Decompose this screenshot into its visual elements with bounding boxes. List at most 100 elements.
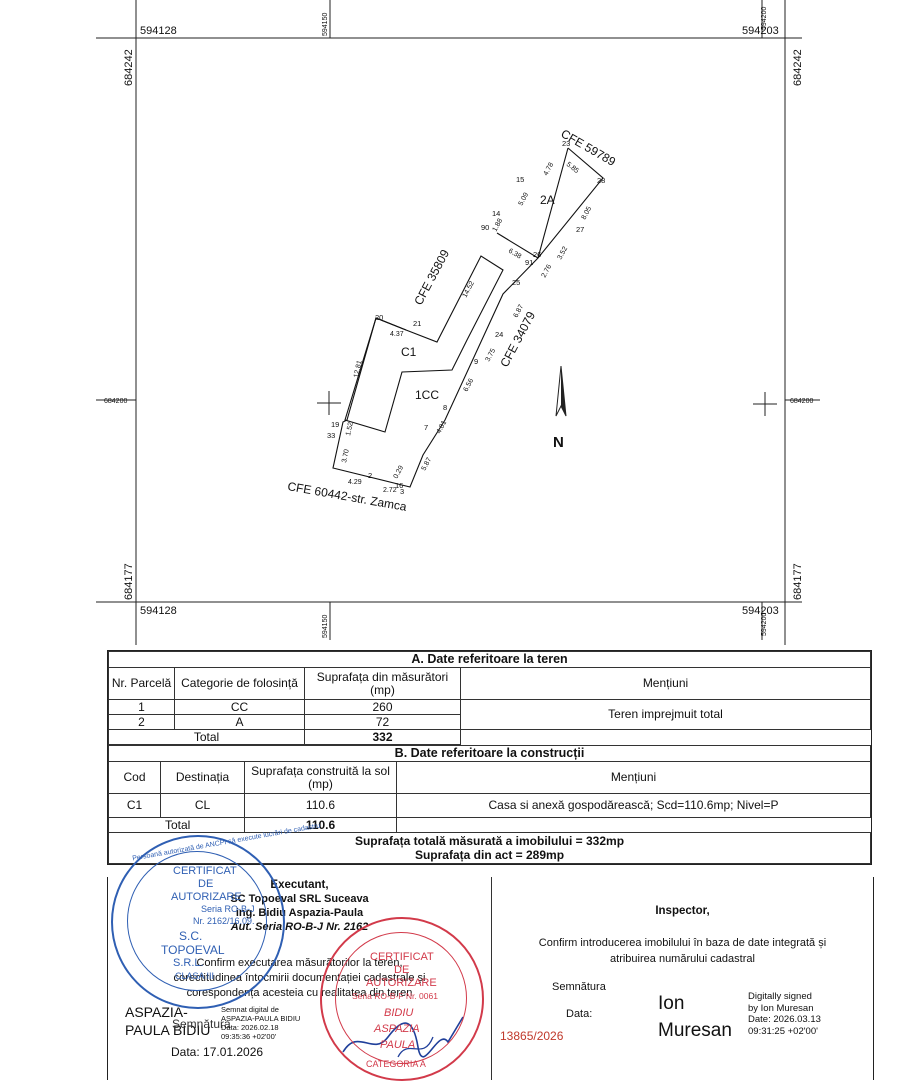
point-9: 9 [474,357,478,366]
stamp-line: CATEGORIA A [366,1059,426,1069]
cell-destination: CL [160,793,245,818]
executant-digital-signature: Semnat digital de ASPAZIA-PAULA BIDIU Da… [221,1005,300,1041]
distance-label: 4.37 [390,331,404,338]
inspector-confirm-2: atribuirea numărului cadastral [610,953,755,965]
distance-label: 5.09 [518,192,531,207]
cell-mentions: Teren imprejmuit total [460,699,871,730]
point-27: 27 [576,225,584,234]
grid-crosses [317,391,777,416]
signer-name-line-1: ASPAZIA- [125,1004,188,1020]
stamp-line: Seria RO-B-F Nr. 0061 [352,991,438,1001]
distance-label: 3.75 [485,348,498,363]
table-row: C1 CL 110.6 Casa si anexă gospodărească;… [108,793,871,818]
plan-frame [96,0,802,645]
col-header-surface: Suprafața din măsurători (mp) [304,667,461,700]
stamp-line: ASPAZIA [374,1023,420,1035]
stamp-line: Nr. 2162/16.09. [193,916,255,926]
executant-heading: Executant, [270,879,329,891]
inspector-section: Inspector, Confirm introducerea imobilul… [492,877,873,1080]
parcel-label-2a: 2A [540,193,555,207]
table-land-title: A. Date referitoare la teren [108,651,871,668]
point-26: 26 [533,250,541,259]
col-header-built-surface: Suprafața construită la sol (mp) [244,761,397,794]
point-2: 2 [368,471,372,480]
executant-section: Executant, SC Topoeval SRL Suceava ing. … [108,822,492,1081]
cell-category: A [174,714,305,730]
point-91: 91 [525,258,533,267]
distance-label: 1.52 [345,422,355,437]
point-3: 3 [400,487,404,496]
distance-label: 4.78 [543,162,556,177]
total-value: 332 [304,729,461,745]
cell-nr: 1 [108,699,175,715]
stamp-line: DE [198,878,214,890]
point-20: 20 [375,313,383,322]
executant-date: Data: 17.01.2026 [171,1045,264,1059]
col-header-code: Cod [108,761,161,794]
distance-label: 0.29 [393,465,406,480]
coord-bottom-left-x: 594128 [140,605,177,617]
table-total-row: Total 110.6 [108,817,871,833]
distance-label: 12.81 [353,360,364,379]
col-header-category: Categorie de folosință [174,667,305,700]
table-buildings-title: B. Date referitoare la construcții [108,745,871,762]
summary-total-measured: Suprafața totală măsurată a imobilului =… [354,834,625,848]
inspector-date-label: Data: [566,1008,593,1020]
distance-label: 4.29 [348,479,362,486]
coord-right-top-y: 684242 [792,49,804,86]
digital-sign-line: ASPAZIA-PAULA BIDIU [221,1014,301,1023]
cell-built-surface: 110.6 [244,793,397,818]
coord-left-mid-y: 684200 [104,398,127,405]
stamp-line: Seria RO-B-J [201,904,255,914]
cell-code: C1 [108,793,161,818]
distance-label: 2.72 [383,487,397,494]
point-7: 7 [424,423,428,432]
coord-right-bottom-y: 684177 [792,563,804,600]
distance-label: 2.76 [541,264,554,279]
digital-sign-line: Data: 2026.02.18 [221,1023,279,1032]
coord-top-right-x: 594203 [742,25,779,37]
stamp-line: PAULA [380,1039,416,1051]
point-16: 16 [395,481,403,490]
col-header-destination: Destinația [160,761,245,794]
inspector-digital-signature: Digitally signed by Ion Muresan Date: 20… [748,991,821,1037]
coord-bottom-right-vertical-x: 594200 [761,613,768,636]
inspector-sign-label: Semnătura [552,981,606,993]
distance-label: 6.38 [507,248,522,261]
distance-label: 5.87 [421,457,434,472]
distance-label: 14.52 [462,280,476,299]
coord-top-right-vertical-x: 594200 [761,7,768,30]
point-21: 21 [413,319,421,328]
digital-sign-line: by Ion Muresan [748,1002,814,1014]
executant-sign-label: Semnătura [172,1017,231,1031]
coord-top-left-x: 594128 [140,25,177,37]
stamp-line: CERTIFICAT [370,951,434,963]
stamp-line: BIDIU [384,1007,414,1019]
table-row: 2 A 72 [108,714,871,730]
cell-category: CC [174,699,305,715]
distance-label: 1.88 [492,218,505,233]
inspector-date-value: 13865/2026 [500,1029,564,1043]
summary-act-surface: Suprafața din act = 289mp [414,848,565,862]
coord-left-top-y: 684242 [123,49,135,86]
point-15: 15 [516,175,524,184]
point-23: 23 [562,139,570,148]
north-arrow-icon [555,365,567,417]
col-header-mentions: Mențiuni [396,761,871,794]
stamp-line: AUTORIZARE [366,977,437,989]
col-header-nr: Nr. Parcelă [108,667,175,700]
cell-mentions: Casa si anexă gospodărească; Scd=110.6mp… [396,793,871,818]
stamp-line: AUTORIZARE [171,891,242,903]
distance-label: 3.52 [557,246,570,261]
signature-block: Executant, SC Topoeval SRL Suceava ing. … [107,822,874,1081]
red-certificate-stamp: CERTIFICAT DE AUTORIZARE Seria RO-B-F Nr… [320,917,484,1081]
col-header-mentions: Mențiuni [460,667,871,700]
point-8: 8 [443,403,447,412]
parcel-label-1cc: 1CC [415,388,439,402]
point-24: 24 [495,330,503,339]
inspector-name-line-2: Muresan [658,1020,732,1041]
stamp-line: CERTIFICAT [173,865,237,877]
digital-sign-line: Date: 2026.03.13 [748,1014,821,1025]
signer-name-line-2: PAULA BIDIU [125,1022,211,1038]
distance-label: 3.70 [341,449,351,464]
